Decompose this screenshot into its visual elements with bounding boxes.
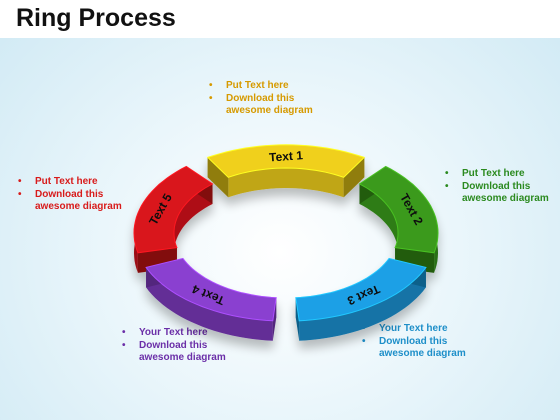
note-line: awesome diagram — [139, 352, 226, 363]
segment-inner-wall — [174, 184, 213, 268]
title-bar: Ring Process — [0, 0, 560, 38]
ring-segment-3: Text 3 — [295, 257, 427, 341]
note-line: Download this — [35, 188, 104, 200]
ring-segment-4: Text 4 — [145, 257, 277, 341]
segment-top-face — [133, 165, 214, 254]
note-line: awesome diagram — [226, 105, 313, 116]
segment-side — [146, 267, 273, 341]
note-line: Download this — [139, 339, 208, 351]
segment-top-face — [295, 257, 427, 322]
ring-segment-1: Text 1 — [206, 144, 366, 198]
note-line: Download this — [379, 335, 448, 347]
segment-inner-wall — [359, 184, 398, 268]
note-line: awesome diagram — [35, 201, 122, 212]
segment-end-cap — [272, 297, 277, 341]
ring-segment-2: Text 2 — [358, 165, 439, 273]
segment-inner-wall — [228, 168, 344, 198]
segment-end-cap — [343, 157, 365, 198]
segment-side — [299, 267, 426, 341]
note-bullet: Put Text here — [445, 168, 549, 181]
note-bullet: Your Text here — [122, 327, 226, 340]
segment-end-cap — [207, 157, 229, 198]
note-bullet: Put Text here — [18, 176, 122, 189]
segment-top-face — [206, 144, 366, 178]
segment-label: Text 1 — [269, 148, 304, 164]
segment-end-cap — [295, 297, 300, 341]
note-line: Download this — [226, 92, 295, 104]
note-line: awesome diagram — [379, 348, 466, 359]
note-line: awesome diagram — [462, 193, 549, 204]
segment-top-face — [145, 257, 277, 322]
note-bullet: Your Text here — [362, 323, 466, 336]
page-title: Ring Process — [16, 4, 176, 32]
segment-top-face — [358, 165, 439, 254]
ring-segment-5: Text 5 — [133, 165, 214, 273]
note-line: Download this — [462, 180, 531, 192]
note-bullet: Put Text here — [209, 80, 313, 93]
